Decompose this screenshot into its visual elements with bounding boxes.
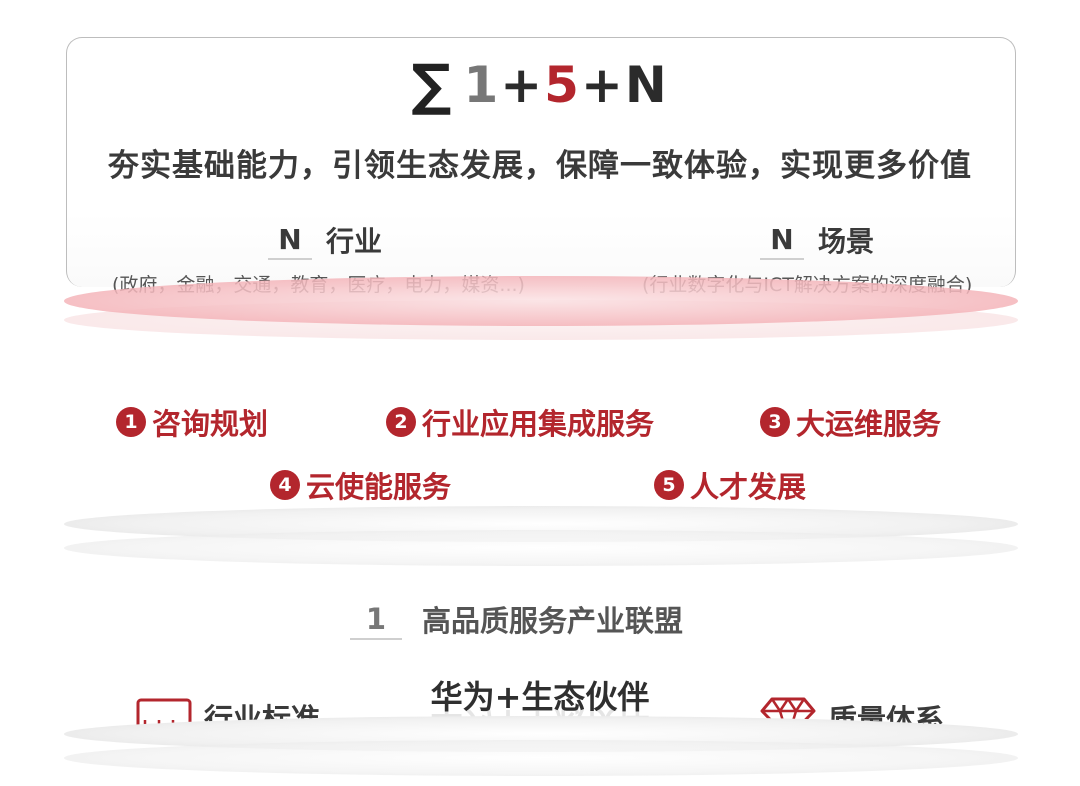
formula-title: ∑ 1 + 5 + N — [0, 52, 1080, 118]
alliance-mark: 1 — [350, 602, 402, 640]
service-operations: 3 大运维服务 — [760, 401, 941, 443]
n-scenario-label: 场景 — [818, 225, 875, 258]
formula-plus-2: + — [580, 56, 625, 114]
service-label-3: 大运维服务 — [796, 407, 942, 441]
n-layer-disc — [64, 276, 1018, 326]
service-number-2: 2 — [386, 407, 416, 437]
service-cloud: 4 云使能服务 — [270, 464, 451, 506]
n-industry-title: N 行业 — [268, 220, 382, 260]
service-talent: 5 人才发展 — [654, 464, 806, 506]
formula-five: 5 — [544, 56, 581, 114]
service-number-1: 1 — [116, 407, 146, 437]
service-layer-disc-shadow — [64, 530, 1018, 566]
partner-text: 华为+生态伙伴 — [430, 678, 650, 716]
alliance-label: 高品质服务产业联盟 — [422, 604, 684, 638]
slogan: 夯实基础能力，引领生态发展，保障一致体验，实现更多价值 — [108, 148, 972, 184]
service-label-4: 云使能服务 — [306, 470, 452, 504]
service-label-1: 咨询规划 — [152, 407, 269, 441]
service-integration: 2 行业应用集成服务 — [386, 401, 654, 443]
n-scenario-mark: N — [760, 223, 804, 260]
alliance-title: 1 高品质服务产业联盟 — [350, 598, 683, 640]
service-number-5: 5 — [654, 470, 684, 500]
service-label-5: 人才发展 — [690, 470, 807, 504]
formula-one: 1 — [463, 56, 501, 114]
n-scenario-title: N 场景 — [760, 220, 874, 260]
base-layer-disc-shadow — [64, 740, 1018, 776]
formula-plus-1: + — [500, 56, 545, 114]
sigma-symbol: ∑ — [411, 52, 454, 118]
n-industry-label: 行业 — [326, 225, 383, 258]
service-number-4: 4 — [270, 470, 300, 500]
top-card — [66, 37, 1016, 287]
n-industry-mark: N — [268, 223, 312, 260]
service-number-3: 3 — [760, 407, 790, 437]
service-label-2: 行业应用集成服务 — [422, 407, 655, 441]
service-consulting: 1 咨询规划 — [116, 401, 268, 443]
formula-n: N — [624, 56, 669, 114]
